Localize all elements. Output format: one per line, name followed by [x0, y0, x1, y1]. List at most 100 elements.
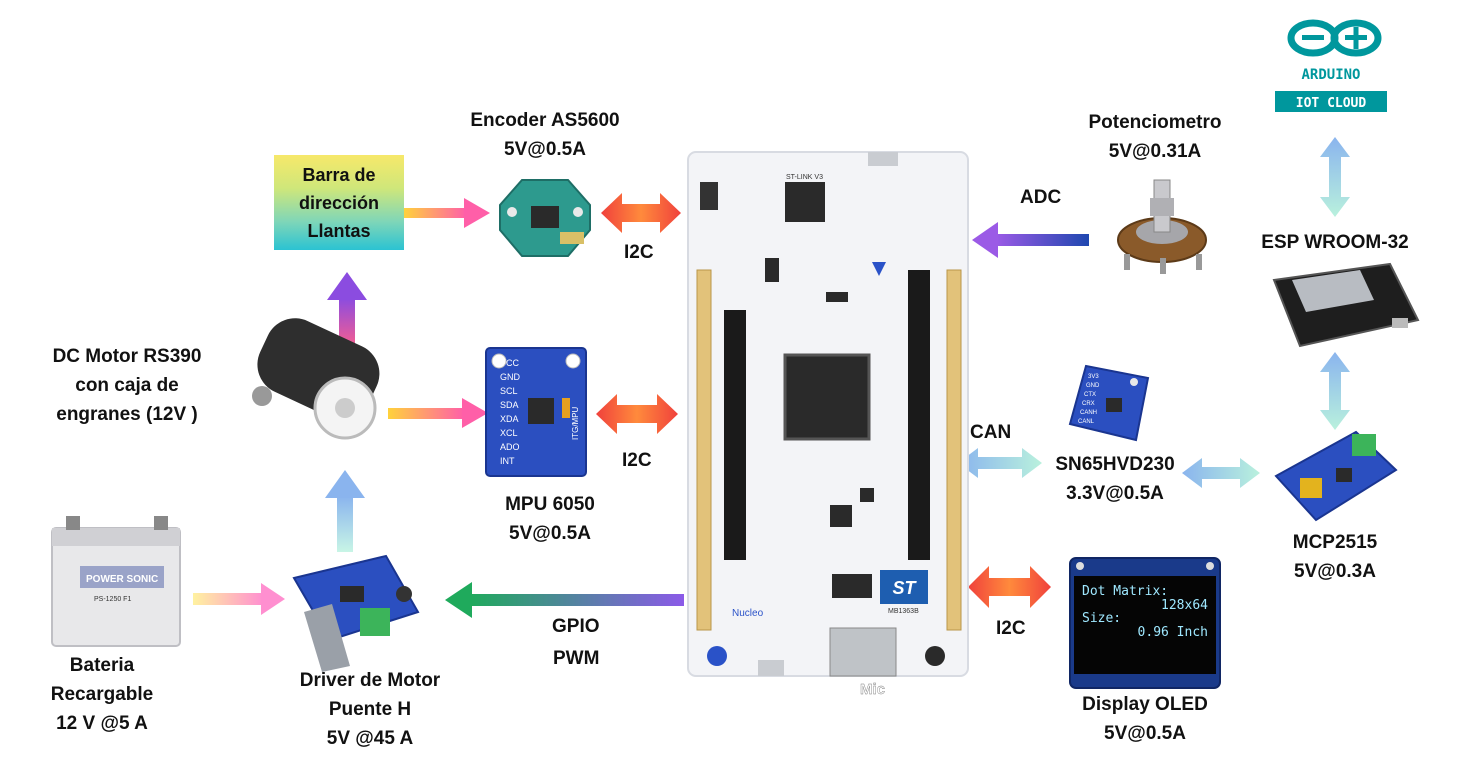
sn65-label: SN65HVD230 3.3V@0.5A [1030, 450, 1200, 508]
arrow-i2c-encoder [601, 193, 681, 233]
sn65-pin: CANL [1078, 419, 1095, 425]
sn65-pin-labels: 3V3 GND CTX CRX CANH CANL [1078, 374, 1100, 425]
mpu-pin-labels: VCC GND SCL SDA XDA XCL ADO INT [500, 358, 521, 466]
protocol-gpio: GPIO [552, 616, 600, 637]
oled-line1: Dot Matrix: [1082, 584, 1168, 599]
arrow-cloud-esp [1320, 137, 1350, 217]
driver-line3: 5V @45 A [326, 728, 414, 749]
battery-line2: Recargable [50, 684, 154, 705]
encoder-power: 5V@0.5A [504, 139, 586, 160]
nucleo-board: ST [687, 151, 969, 677]
mpu-chip-text: ITG/MPU [571, 406, 580, 440]
arrow-can [958, 448, 1042, 478]
sn65hvd230-image [1068, 364, 1150, 442]
sn65-pin: CTX [1084, 392, 1096, 398]
encoder-label: Encoder AS5600 5V@0.5A [440, 106, 650, 164]
nucleo-model-text: MB1363B [888, 608, 919, 615]
barra-line2: dirección [298, 192, 380, 213]
oled-name: Display OLED [1082, 694, 1208, 715]
encoder-as5600-image [499, 179, 591, 257]
arrow-barra-to-encoder [404, 198, 490, 228]
pot-name: Potenciometro [1088, 112, 1222, 133]
potentiometer-label: Potenciometro 5V@0.31A [1055, 108, 1255, 166]
barra-line3: Llantas [307, 220, 371, 241]
protocol-i2c-encoder: I2C [624, 242, 654, 263]
protocol-adc: ADC [1020, 187, 1062, 208]
esp32-image [1272, 262, 1420, 348]
dc-motor-line2: con caja de [75, 375, 179, 396]
arrow-battery-to-driver [193, 583, 285, 615]
mpu-pin: GND [500, 372, 521, 382]
mcp-power: 5V@0.3A [1294, 561, 1376, 582]
driver-line1: Driver de Motor [299, 670, 441, 691]
steering-bar-box: Barra de dirección Llantas [274, 155, 404, 250]
sn65-name: SN65HVD230 [1055, 454, 1175, 475]
dc-motor-line3: engranes (12V ) [56, 404, 198, 425]
dc-motor-line1: DC Motor RS390 [52, 346, 202, 367]
pot-power: 5V@0.31A [1108, 141, 1202, 162]
mpu-power: 5V@0.5A [509, 523, 591, 544]
protocol-i2c-mpu: I2C [622, 450, 652, 471]
nucleo-logo-text: Nucleo [732, 608, 764, 619]
arduino-brand-text: ARDUINO [1301, 67, 1360, 83]
dc-motor-image [252, 318, 380, 440]
mpu6050-image [485, 347, 587, 477]
mpu-label: MPU 6050 5V@0.5A [470, 490, 630, 548]
arduino-iot-cloud-logo [1275, 19, 1387, 112]
driver-label: Driver de Motor Puente H 5V @45 A [270, 666, 470, 753]
encoder-name: Encoder AS5600 [470, 110, 620, 131]
sn65-pin: CRX [1082, 401, 1095, 407]
arrow-sn65-mcp [1182, 458, 1260, 488]
protocol-i2c-oled: I2C [996, 618, 1026, 639]
arrow-i2c-oled [968, 566, 1051, 608]
oled-label: Display OLED 5V@0.5A [1055, 690, 1235, 748]
mpu-pin: VCC [500, 358, 520, 368]
arrow-esp-mcp [1320, 352, 1350, 430]
esp-name: ESP WROOM-32 [1261, 232, 1409, 253]
battery-image [51, 516, 181, 647]
mpu-pin: XCL [500, 428, 518, 438]
mpu-pin: SDA [500, 400, 519, 410]
sn65-power: 3.3V@0.5A [1066, 483, 1164, 504]
arrow-adc [972, 222, 1089, 258]
mcp-label: MCP2515 5V@0.3A [1265, 528, 1405, 586]
barra-line1: Barra de [302, 164, 376, 185]
arrow-motor-to-mpu [388, 398, 488, 428]
sn65-pin: 3V3 [1088, 374, 1099, 380]
oled-line3: Size: [1082, 611, 1121, 626]
mcp-name: MCP2515 [1292, 532, 1378, 553]
battery-model-text: PS-1250 F1 [94, 596, 131, 603]
protocol-pwm: PWM [553, 648, 600, 669]
arrow-i2c-mpu [596, 394, 678, 434]
driver-line2: Puente H [328, 699, 412, 720]
esp-label: ESP WROOM-32 [1240, 228, 1430, 257]
potentiometer-image [1117, 179, 1207, 274]
oled-power: 5V@0.5A [1104, 723, 1186, 744]
mpu-pin: SCL [500, 386, 518, 396]
stlink-text: ST-LINK V3 [786, 174, 823, 181]
svg-text:ST: ST [892, 578, 917, 598]
oled-display-image [1069, 557, 1221, 689]
protocol-can: CAN [970, 422, 1012, 443]
oled-line4: 0.96 Inch [1138, 625, 1208, 640]
sn65-pin: CANH [1080, 410, 1097, 416]
mpu-pin: INT [500, 456, 515, 466]
battery-line3: 12 V @5 A [56, 713, 148, 734]
dc-motor-label: DC Motor RS390 con caja de engranes (12V… [22, 342, 232, 429]
arrow-driver-to-motor [325, 470, 365, 552]
oled-line2: 128x64 [1161, 598, 1208, 613]
mpu-name: MPU 6050 [505, 494, 595, 515]
motor-driver-image [292, 554, 420, 672]
mpu-pin: ADO [500, 442, 520, 452]
arduino-product-text: IOT CLOUD [1296, 96, 1367, 111]
mcp2515-image [1274, 430, 1398, 522]
arrow-motor-to-barra [327, 272, 367, 350]
arrow-gpio-pwm [445, 582, 684, 618]
nucleo-partial-text: Mic [860, 681, 885, 698]
mpu-pin: XDA [500, 414, 519, 424]
sn65-pin: GND [1086, 383, 1100, 389]
battery-line1: Bateria [69, 655, 135, 676]
battery-label: Bateria Recargable 12 V @5 A [22, 651, 182, 738]
battery-brand-text: POWER SONIC [86, 574, 158, 585]
